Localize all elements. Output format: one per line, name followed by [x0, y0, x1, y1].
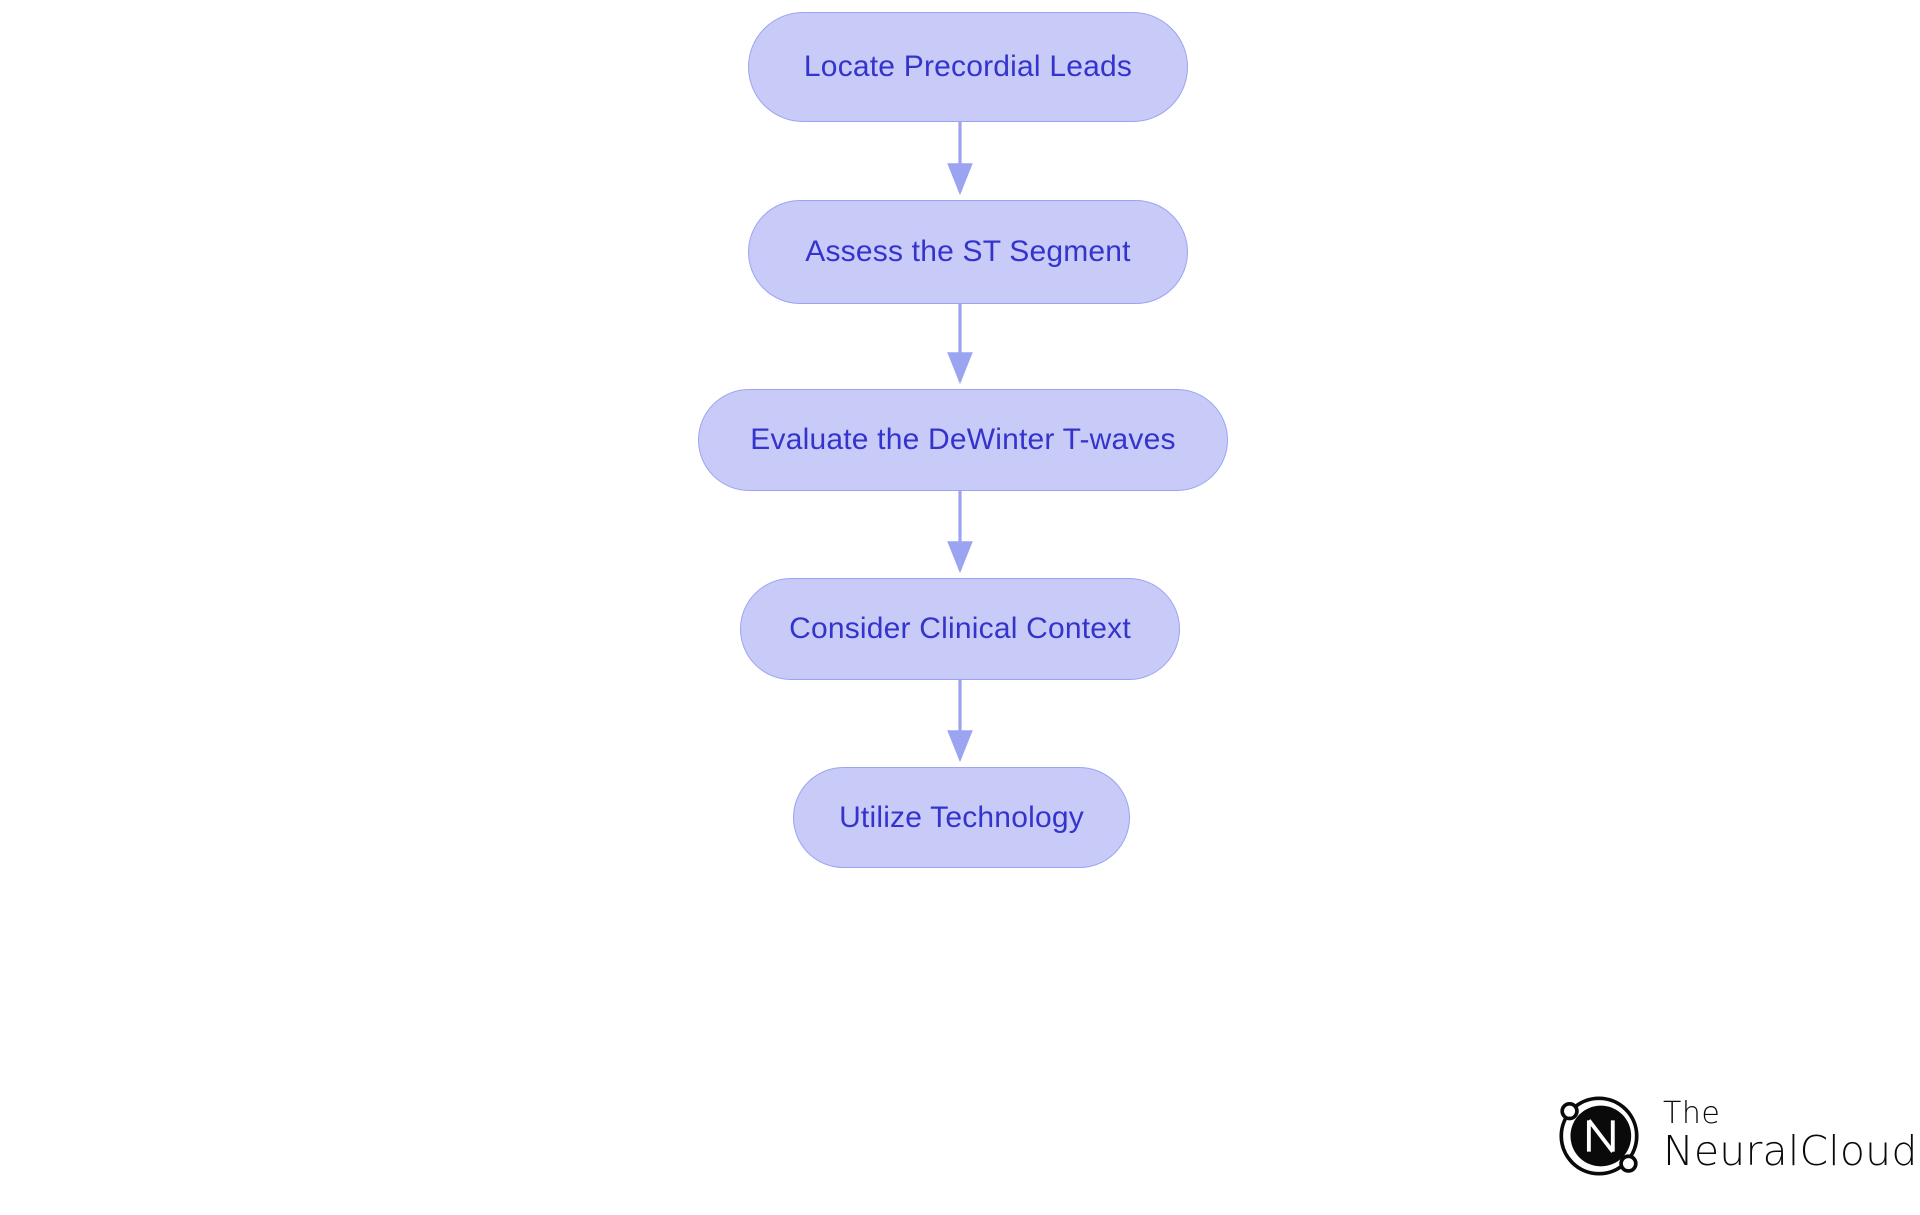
flow-node-assess-the-st-segment[interactable]: Assess the ST Segment — [748, 200, 1188, 304]
flow-node-label: Assess the ST Segment — [805, 235, 1131, 268]
flow-node-locate-precordial-leads[interactable]: Locate Precordial Leads — [748, 12, 1188, 122]
brand-line-the: The — [1663, 1095, 1721, 1131]
flow-node-label: Locate Precordial Leads — [803, 50, 1133, 83]
brand-line-neuralcloud: NeuralCloud — [1663, 1127, 1918, 1176]
flow-node-consider-clinical-context[interactable]: Consider Clinical Context — [740, 578, 1180, 680]
neuralcloud-logo-icon — [1559, 1096, 1639, 1176]
flow-node-evaluate-the-dewinter-t-waves[interactable]: Evaluate the DeWinter T-waves — [698, 389, 1228, 491]
flow-node-utilize-technology[interactable]: Utilize Technology — [793, 767, 1130, 868]
brand-wordmark: The NeuralCloud — [1663, 1095, 1918, 1176]
flow-node-label: Evaluate the DeWinter T-waves — [750, 423, 1176, 456]
brand-logo: The NeuralCloud — [1553, 1090, 1918, 1182]
flow-node-label: Utilize Technology — [839, 800, 1084, 834]
flow-node-label: Consider Clinical Context — [789, 612, 1131, 645]
